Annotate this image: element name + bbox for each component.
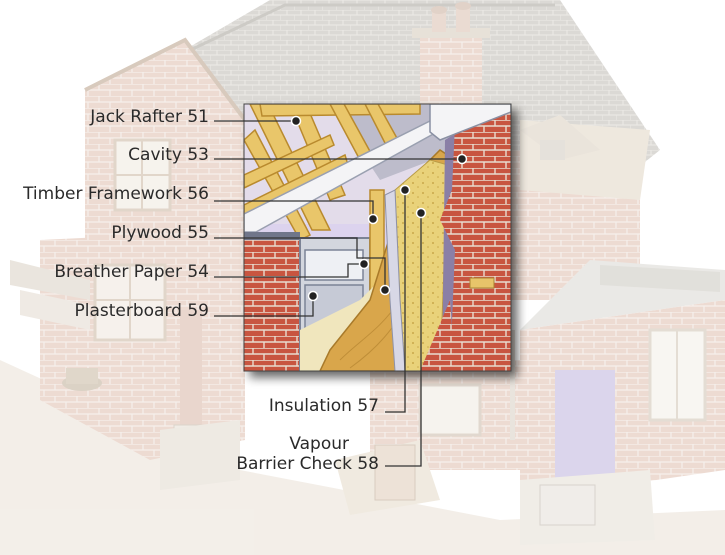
leader-timber-framework <box>214 200 374 219</box>
leader-lines <box>214 120 462 467</box>
marker-breather-paper <box>358 258 370 270</box>
label-breather-paper: Breather Paper 54 <box>54 262 209 282</box>
label-plasterboard: Plasterboard 59 <box>74 301 210 321</box>
marker-plasterboard <box>307 290 319 302</box>
marker-vapour-barrier <box>415 207 427 219</box>
marker-plywood <box>379 284 391 296</box>
label-vapour-line1: Vapour <box>289 434 349 454</box>
leader-vapour-barrier <box>385 213 422 467</box>
label-timber-framework: Timber Framework 56 <box>23 184 209 204</box>
leader-plasterboard <box>214 296 314 317</box>
marker-jack-rafter <box>290 115 302 127</box>
marker-insulation <box>399 184 411 196</box>
leader-breather-paper <box>214 263 364 278</box>
label-jack-rafter: Jack Rafter 51 <box>90 107 209 127</box>
label-cavity: Cavity 53 <box>128 145 209 165</box>
marker-cavity <box>456 153 468 165</box>
label-vapour-line2: Barrier Check 58 <box>236 454 379 474</box>
label-insulation: Insulation 57 <box>268 396 379 416</box>
leader-plywood <box>214 237 386 290</box>
marker-timber-framework <box>367 213 379 225</box>
label-plywood: Plywood 55 <box>111 223 209 243</box>
callout-markers <box>290 115 468 302</box>
leader-insulation <box>385 190 406 413</box>
